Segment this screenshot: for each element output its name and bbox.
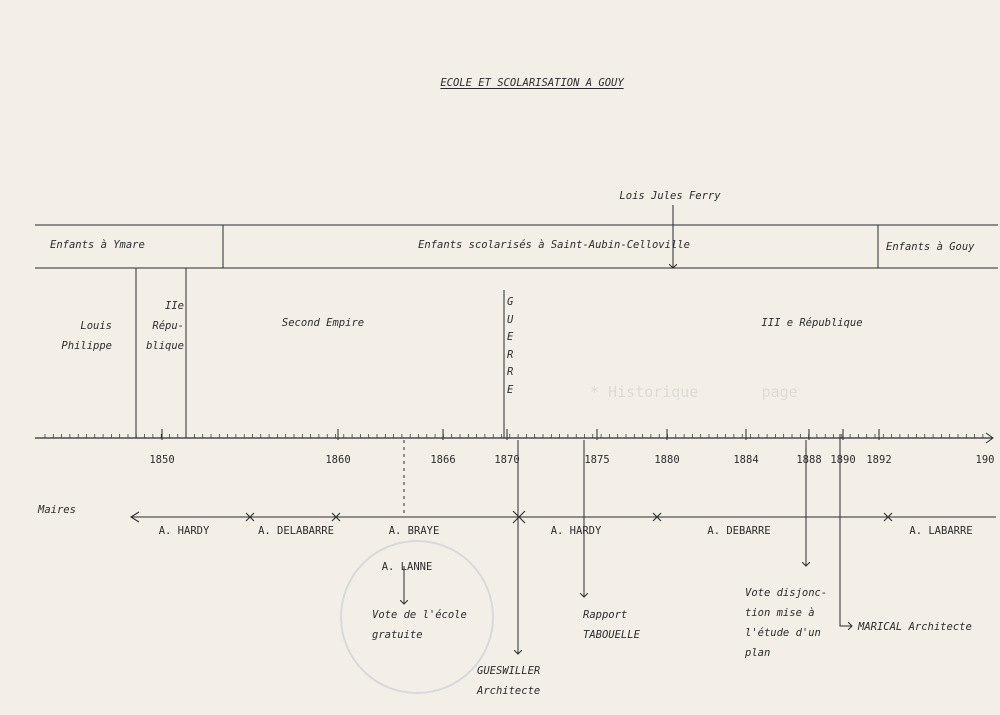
schooling-saint-aubin: Enfants scolarisés à Saint-Aubin-Cellovi… [418,239,690,251]
maire-name: A. LANNE [381,561,433,573]
page-title: ECOLE ET SCOLARISATION A GOUY [440,77,624,89]
year-ticks [44,429,984,440]
year-label: 1850 [149,454,175,466]
year-label: 1888 [796,454,822,466]
schooling-gouy: Enfants à Gouy [886,241,975,253]
event-gueswiller-architecte: GUESWILLER Architecte [477,665,541,697]
maires-cross-marks [245,510,893,524]
lois-jules-ferry-label: Lois Jules Ferry [619,190,721,202]
bleed-through-text: * Historique page [590,383,798,401]
event-vote-disjonction: Vote disjonc- tion mise à l'étude d'un p… [745,587,828,659]
event-rapport-tabouelle: Rapport TABOUELLE [583,609,640,641]
maire-name: A. DELABARRE [258,525,334,537]
year-label: 1870 [494,454,520,466]
maire-name: A. LABARRE [909,525,973,537]
event-arrow-marical [839,434,852,626]
year-label: 1884 [733,454,759,466]
regime-iiie-republique: III e République [761,317,863,329]
maires-axis-left-arrowhead [129,511,140,523]
regime-second-empire: Second Empire [281,317,365,329]
maire-name: A. DEBARRE [707,525,771,537]
regime-louis-philippe: Louis Philippe [61,320,112,352]
year-axis-arrowhead [985,432,994,444]
maire-name: A. HARDY [158,525,210,537]
regime-iie-republique: IIe Répu- blique [146,300,184,352]
year-label: 1860 [325,454,351,466]
year-label: 1892 [866,454,892,466]
event-vote-ecole-gratuite: Vote de l'école gratuite [372,609,467,641]
maire-name: A. BRAYE [388,525,440,537]
faded-stamp [340,540,494,694]
year-label: 1875 [584,454,610,466]
year-label: 190 [975,454,995,466]
event-marical-architecte: MARICAL Architecte [858,621,972,633]
year-label: 1890 [830,454,856,466]
year-label: 1866 [430,454,456,466]
regime-guerre: G U E R R E [507,296,514,396]
year-label: 1880 [654,454,680,466]
schooling-ymare: Enfants à Ymare [50,239,145,251]
maire-name: A. HARDY [550,525,602,537]
maires-label: Maires [38,504,76,516]
